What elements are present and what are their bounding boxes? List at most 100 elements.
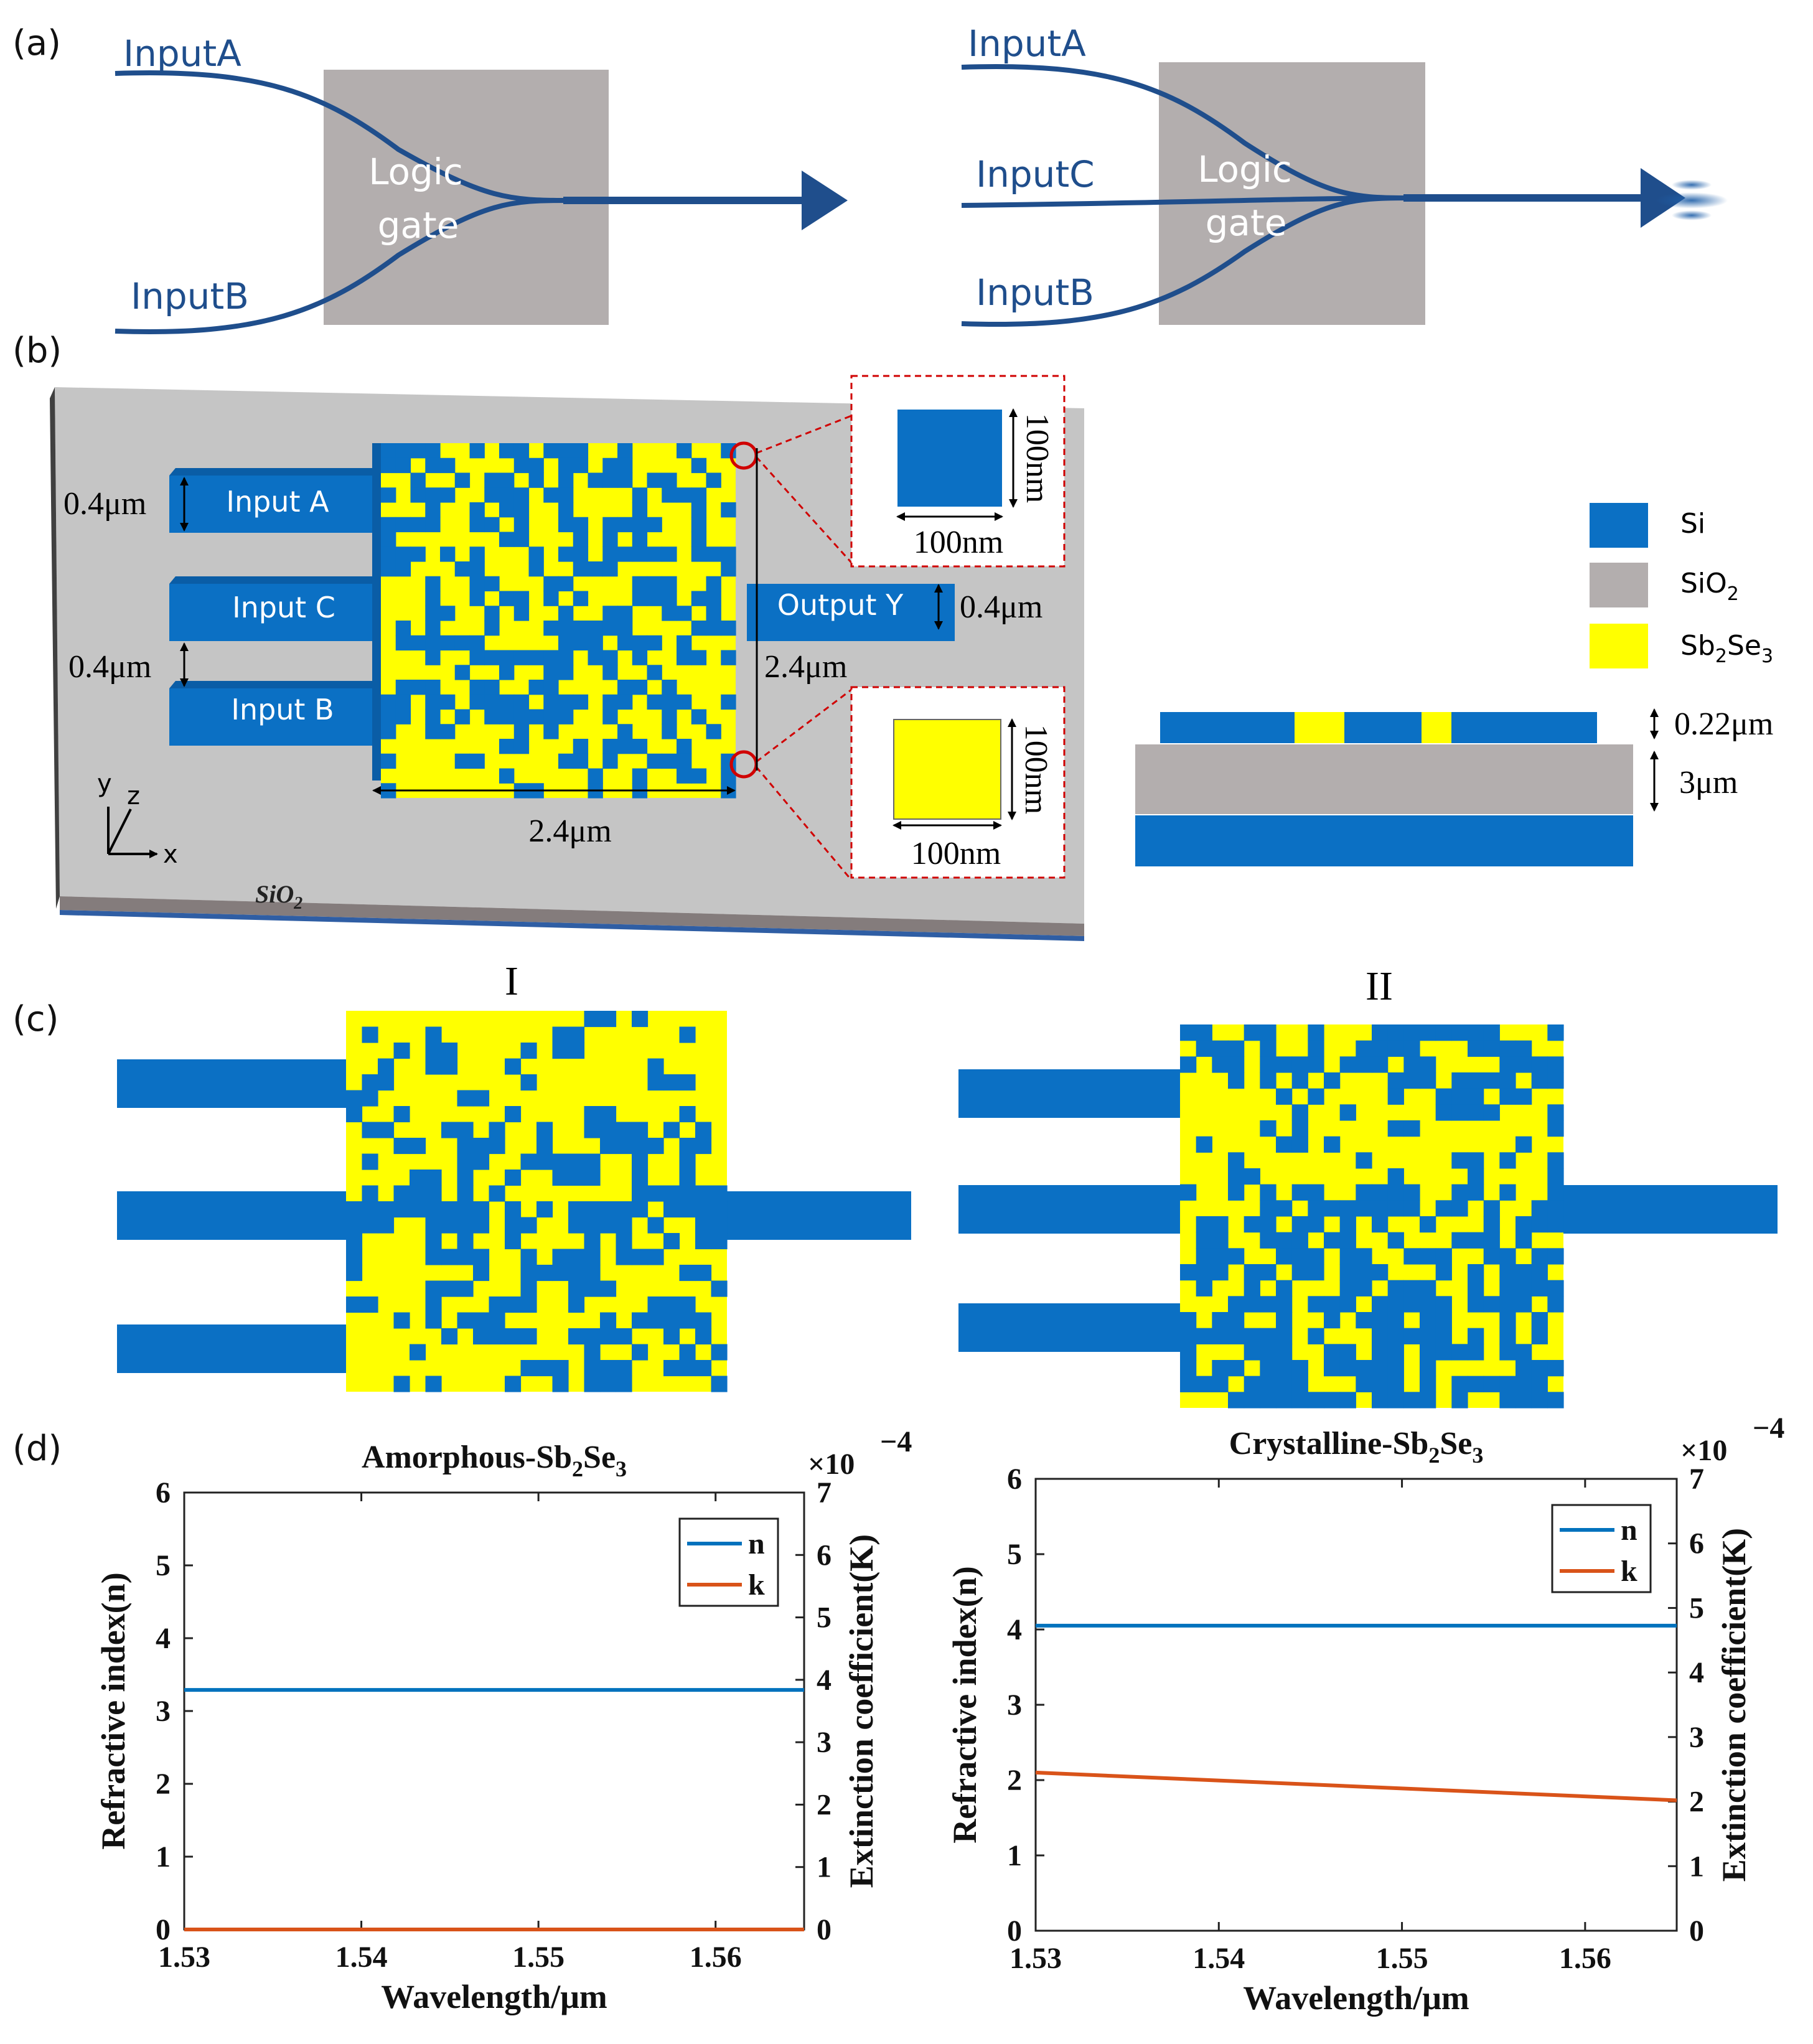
si-pixel [1531,1376,1548,1392]
input-a-label: Input A [226,485,329,518]
y2-tick-label: 2 [817,1788,832,1821]
input-c-label: InputC [976,153,1095,195]
si-pixel [1420,1280,1436,1296]
si-pixel [1308,1296,1324,1313]
si-pixel [679,1360,696,1377]
si-pixel [691,487,707,503]
si-pixel [706,606,721,621]
si-pixel [679,1344,696,1361]
si-pixel [395,635,411,651]
si-pixel [552,1265,569,1282]
si-pixel [1196,1216,1212,1233]
si-pixel [1468,1344,1484,1361]
si-pixel [393,1185,410,1202]
si-pixel [543,591,559,606]
input-a-waveguide [169,476,381,533]
si-pixel [457,1233,474,1250]
si-pixel [679,1153,696,1170]
si-pixel [520,1328,537,1345]
legend-swatch-sb2se3 [1590,624,1648,668]
si-pixel [1196,1040,1212,1057]
x-tick-label: 1.54 [1192,1942,1245,1975]
si-pixel [632,739,648,754]
si-pixel [1387,1328,1404,1344]
si-pixel [513,532,530,547]
si-pixel [473,1138,490,1155]
si-pixel [381,753,396,769]
input-c-waveguide [958,1185,1180,1234]
si-pixel [425,1026,442,1043]
si-pixel [1339,1232,1356,1249]
si-pixel [584,1201,601,1218]
si-pixel [632,1138,649,1155]
si-pixel [677,443,692,459]
si-pixel [425,1043,442,1059]
material-legend: Si SiO2 Sb2Se3 [1590,503,1773,668]
si-pixel [469,591,485,606]
si-pixel [1435,1344,1452,1361]
y2-exponent: −4 [880,1425,912,1458]
si-pixel [457,1153,474,1170]
si-pixel [1339,1344,1356,1361]
si-pixel [1276,1392,1293,1409]
si-pixel [602,472,618,488]
si-pixel [520,1265,537,1282]
si-pixel [1387,1040,1404,1057]
si-pixel [1387,1392,1404,1409]
si-pixel [1356,1376,1372,1392]
si-pixel [1468,1024,1484,1041]
si-pixel [393,1201,410,1218]
si-pixel [695,1122,712,1138]
y2-tick-label: 5 [817,1601,832,1634]
y-tick-label: 3 [1007,1689,1022,1722]
si-pixel [441,1328,458,1345]
si-pixel [600,1328,617,1345]
si-pixel [663,1233,680,1250]
si-pixel [1291,1104,1308,1121]
si-pixel [1420,1344,1436,1361]
si-pixel [677,606,692,621]
si-pixel [1196,1248,1212,1265]
si-pixel [647,665,662,680]
logic-gate-3-input: InputA InputC InputB Logic gate [961,22,1728,327]
si-pixel [568,1249,585,1265]
si-pixel [558,546,574,562]
si-pixel [1516,1232,1532,1249]
si-pixel [1468,1328,1484,1344]
si-pixel [1403,1072,1420,1089]
si-pixel [457,1280,474,1297]
si-pixel [568,1280,585,1297]
si-pixel [1531,1264,1548,1281]
si-pixel [1451,1376,1468,1392]
si-pixel [711,1233,728,1250]
si-pixel [505,1296,522,1313]
si-pixel [677,650,692,665]
si-pixel [711,1201,728,1218]
si-pixel [499,472,515,488]
si-pixel [1212,1264,1229,1281]
si-pixel [393,1138,410,1155]
si-pixel [499,487,515,503]
si-pixel [346,1265,363,1282]
si-pixel [1483,1216,1500,1233]
si-pixel [1212,1232,1229,1249]
si-pixel [1228,1248,1245,1265]
si-pixel [1420,1056,1436,1073]
si-pixel [679,1265,696,1282]
si-pixel [1228,1168,1245,1185]
si-pixel [395,457,411,474]
si-pixel [543,724,559,739]
si-pixel [520,1153,537,1170]
si-pixel [1276,1056,1293,1073]
si-pixel [536,1122,553,1138]
si-pixel [1372,1024,1389,1041]
si-pixel [520,1360,537,1377]
si-pixel [695,1185,712,1202]
si-pixel [1499,1248,1516,1265]
si-pixel [513,487,530,503]
si-pixel [1387,1120,1404,1137]
si-pixel [1420,1392,1436,1409]
si-pixel [1483,1024,1500,1041]
output-waveguide [1561,1185,1778,1234]
